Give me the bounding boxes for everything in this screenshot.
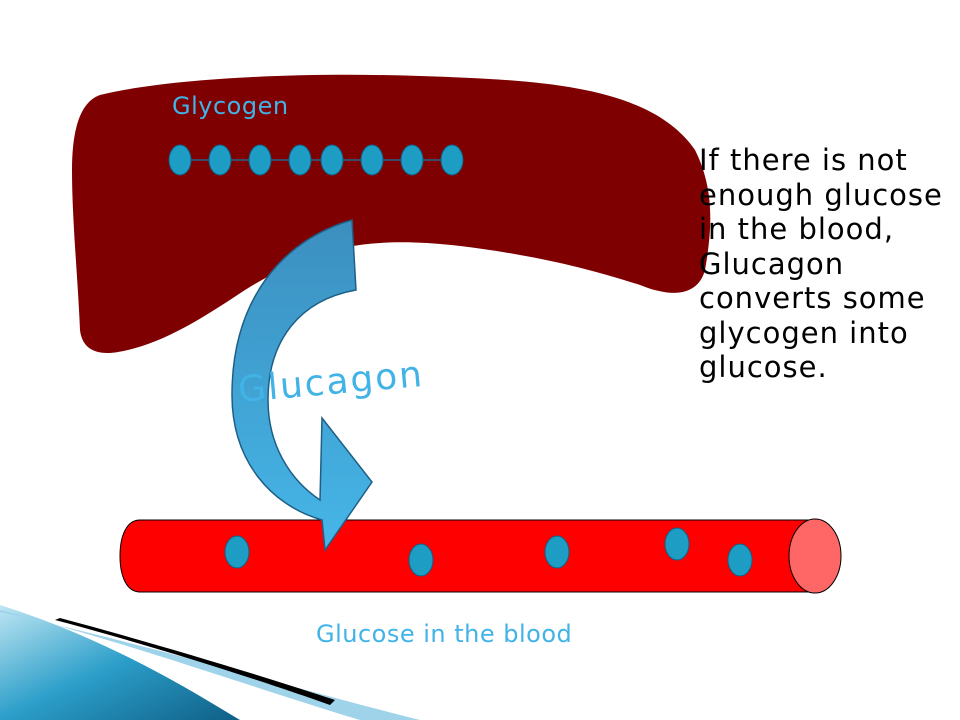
glucose-molecule-icon — [664, 527, 690, 561]
glycogen-molecule-icon — [208, 144, 232, 176]
glucose-molecule-icon — [727, 543, 753, 577]
glycogen-molecule-icon — [248, 144, 272, 176]
blood-vessel — [119, 518, 842, 594]
corner-decoration — [0, 605, 420, 720]
glycogen-label: Glycogen — [172, 92, 289, 120]
glycogen-molecule-icon — [440, 144, 464, 176]
glycogen-molecule-icon — [168, 144, 192, 176]
glycogen-molecule-icon — [288, 144, 312, 176]
liver-shape — [72, 74, 711, 354]
glycogen-chain — [168, 144, 464, 176]
glucose-molecule-icon — [544, 535, 570, 569]
glycogen-molecule-icon — [400, 144, 424, 176]
glycogen-molecule-icon — [320, 144, 344, 176]
glycogen-molecule-icon — [360, 144, 384, 176]
glucose-molecule-icon — [224, 535, 250, 569]
vessel-opening — [788, 518, 842, 594]
glucose-molecule-icon — [408, 543, 434, 577]
curved-arrow-icon — [231, 219, 373, 553]
vessel-label: Glucose in the blood — [316, 620, 573, 648]
explanation-text: If there is not enough glucose in the bl… — [699, 143, 943, 384]
